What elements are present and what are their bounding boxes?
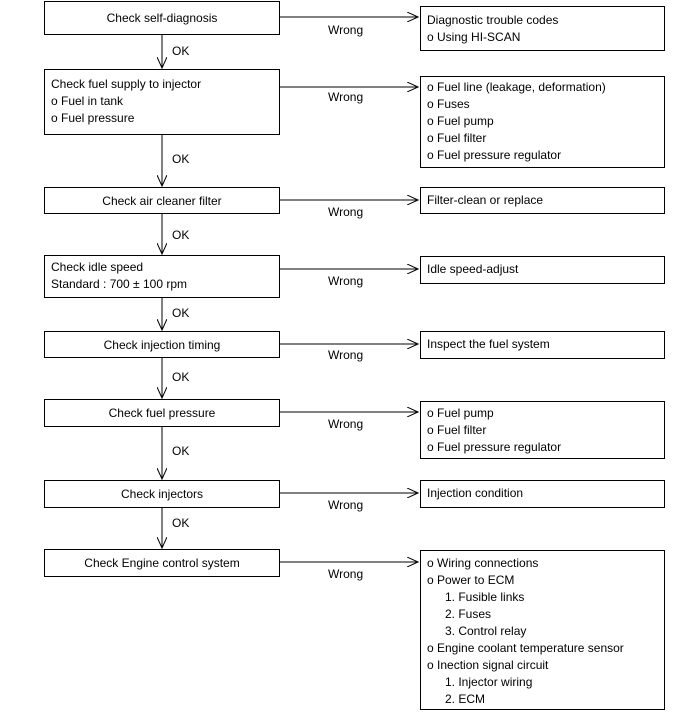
result-item: o Fuel filter xyxy=(427,131,487,145)
wrong-label: Wrong xyxy=(328,567,364,581)
ok-label: OK xyxy=(172,152,190,166)
result-box-fuel-supply: o Fuel line (leakage, deformation) o Fus… xyxy=(420,76,665,168)
check-box-air-cleaner: Check air cleaner filter xyxy=(44,187,280,214)
result-item: o Fuses xyxy=(427,97,470,111)
result-subitem: 2. ECM xyxy=(445,692,486,706)
result-item: o Wiring connections xyxy=(427,556,539,570)
result-text: Filter-clean or replace xyxy=(427,193,544,207)
result-item: o Fuel line (leakage, deformation) xyxy=(427,80,606,94)
result-subitem: 2. Fuses xyxy=(445,607,492,621)
result-item: o Engine coolant temperature sensor xyxy=(427,641,624,655)
result-box-fuel-pressure: o Fuel pump o Fuel filter o Fuel pressur… xyxy=(420,401,665,459)
ok-label: OK xyxy=(172,444,190,458)
result-box-filter: Filter-clean or replace xyxy=(420,187,665,214)
ok-label: OK xyxy=(172,370,190,384)
wrong-label: Wrong xyxy=(328,23,364,37)
result-item: o Fuel pump xyxy=(427,114,494,128)
result-item: o Inection signal circuit xyxy=(427,658,549,672)
check-text: Check injection timing xyxy=(103,337,221,352)
check-box-idle-speed: Check idle speed Standard : 700 ± 100 rp… xyxy=(44,255,280,298)
result-item: o Using HI-SCAN xyxy=(427,30,521,44)
result-box-engine-control: o Wiring connections o Power to ECM 1. F… xyxy=(420,550,665,710)
result-text: Inspect the fuel system xyxy=(427,337,550,351)
result-box-idle-adjust: Idle speed-adjust xyxy=(420,256,665,284)
check-text: Check self-diagnosis xyxy=(106,11,218,25)
check-subitem: Standard : 700 ± 100 rpm xyxy=(51,277,188,291)
check-text: Check injectors xyxy=(120,487,204,501)
result-item: o Fuel pressure regulator xyxy=(427,148,562,162)
result-item: o Fuel pressure regulator xyxy=(427,440,562,454)
result-subitem: 1. Fusible links xyxy=(445,590,525,604)
check-box-injection-timing: Check injection timing xyxy=(44,331,280,358)
ok-label: OK xyxy=(172,228,190,242)
result-text: Injection condition xyxy=(427,486,524,500)
check-text: Check fuel pressure xyxy=(108,406,216,420)
check-text: Check air cleaner filter xyxy=(102,193,222,208)
result-subitem: 3. Control relay xyxy=(445,624,527,638)
result-text: Diagnostic trouble codes xyxy=(427,13,559,27)
result-item: o Fuel filter xyxy=(427,423,487,437)
result-item: o Power to ECM xyxy=(427,573,515,587)
wrong-label: Wrong xyxy=(328,348,364,362)
check-subitem: o Fuel in tank xyxy=(51,94,124,108)
ok-label: OK xyxy=(172,306,190,320)
check-box-engine-control: Check Engine control system xyxy=(44,549,280,577)
wrong-label: Wrong xyxy=(328,274,364,288)
result-subitem: 1. Injector wiring xyxy=(445,675,533,689)
check-text: Check fuel supply to injector xyxy=(51,77,202,91)
result-box-inspect-fuel: Inspect the fuel system xyxy=(420,331,665,359)
ok-label: OK xyxy=(172,516,190,530)
wrong-label: Wrong xyxy=(328,498,364,512)
wrong-label: Wrong xyxy=(328,205,364,219)
result-item: o Fuel pump xyxy=(427,406,494,420)
check-text: Check idle speed xyxy=(51,260,144,274)
check-box-self-diagnosis: Check self-diagnosis xyxy=(44,1,280,35)
check-subitem: o Fuel pressure xyxy=(51,111,135,125)
wrong-label: Wrong xyxy=(328,90,364,104)
check-box-fuel-pressure: Check fuel pressure xyxy=(44,399,280,427)
result-box-injection: Injection condition xyxy=(420,480,665,508)
check-box-fuel-supply: Check fuel supply to injector o Fuel in … xyxy=(44,69,280,135)
check-text: Check Engine control system xyxy=(84,556,240,570)
ok-label: OK xyxy=(172,44,190,58)
wrong-label: Wrong xyxy=(328,417,364,431)
result-text: Idle speed-adjust xyxy=(427,262,519,276)
result-box-trouble-codes: Diagnostic trouble codes o Using HI-SCAN xyxy=(420,6,665,51)
check-box-injectors: Check injectors xyxy=(44,480,280,508)
